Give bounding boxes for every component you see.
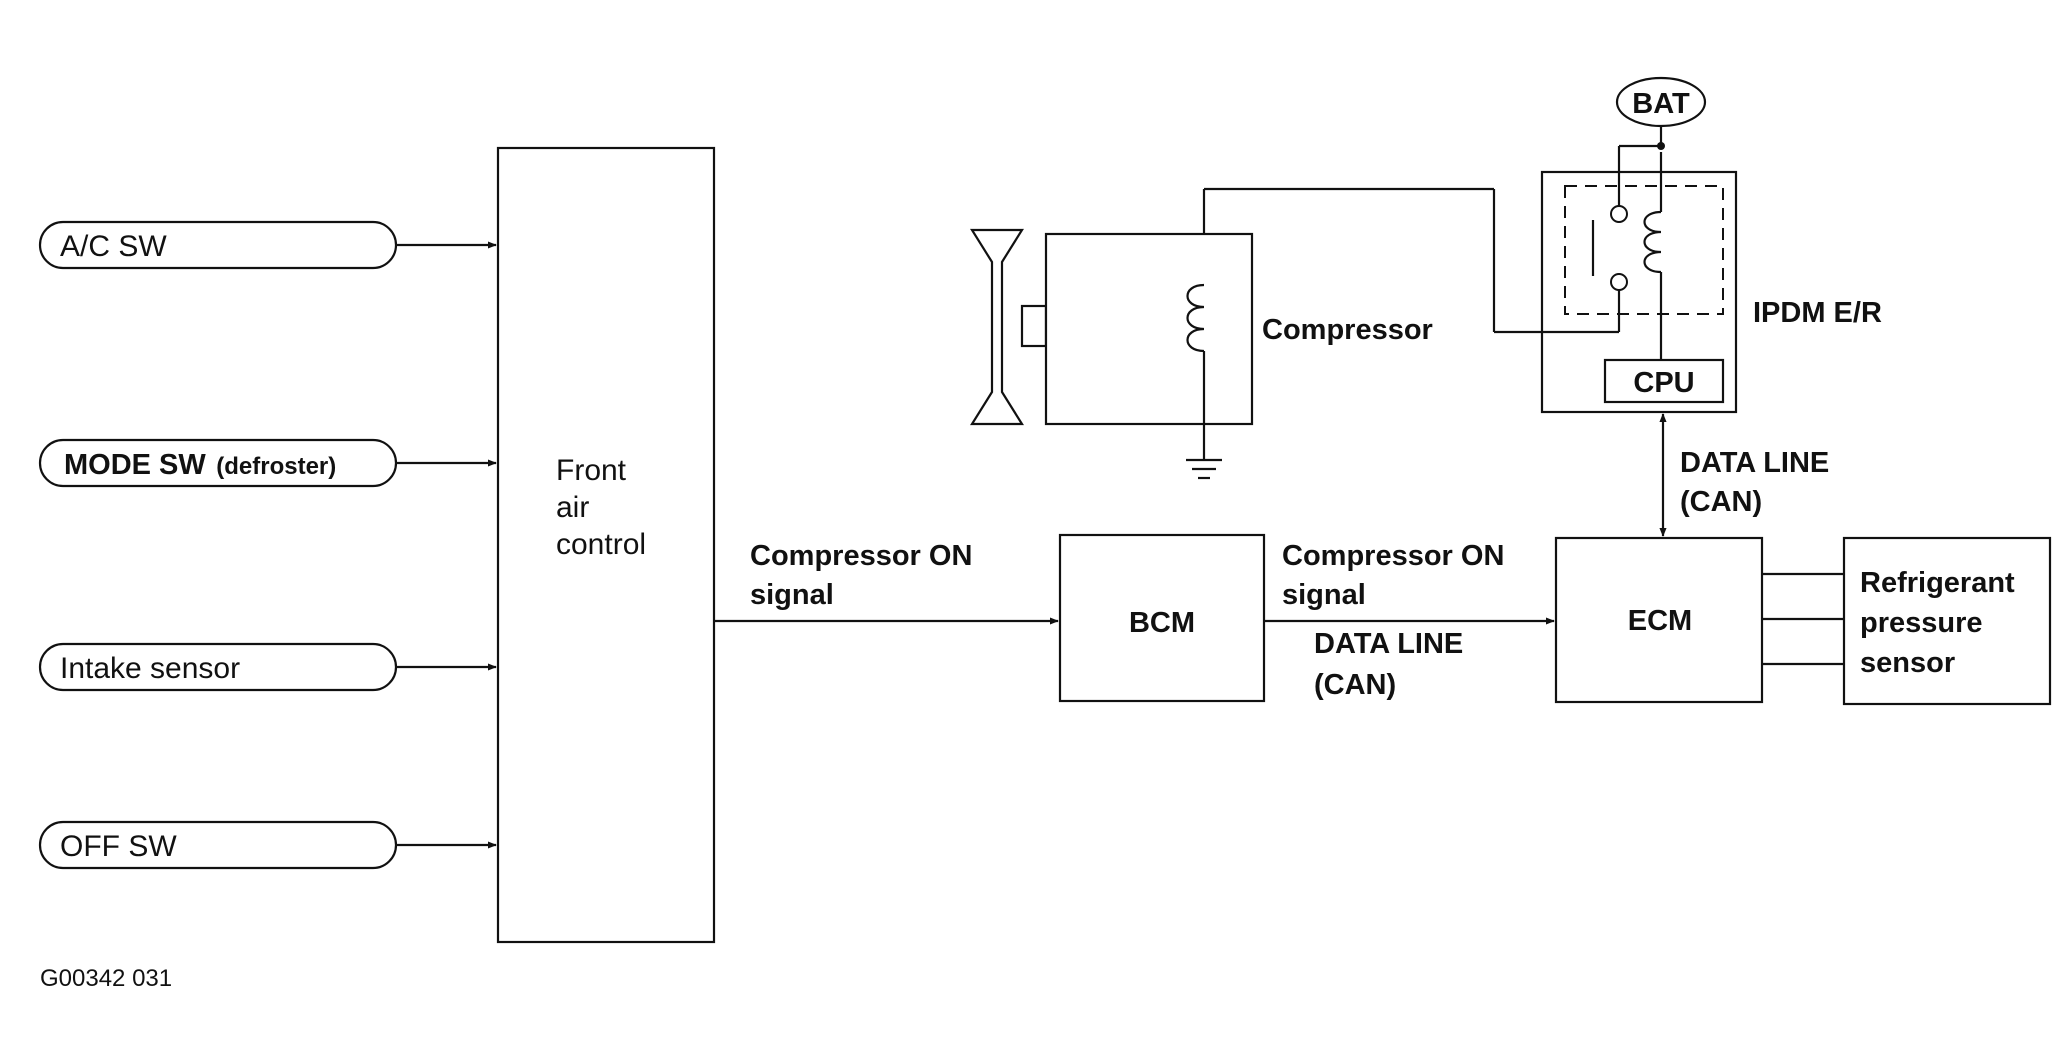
battery-terminal: BAT [1615, 76, 1707, 146]
front-air-control-line1: Front [556, 454, 627, 487]
data-line-ecm-ipdm: DATA LINE (CAN) [1659, 413, 1829, 537]
ground-icon [1186, 458, 1222, 480]
ac-sw-label: A/C SW [60, 230, 167, 263]
cpu-label: CPU [1633, 367, 1694, 399]
ipdm-label: IPDM E/R [1753, 297, 1882, 329]
front-air-control-block: Front air control [496, 146, 716, 944]
mode-sw-label: MODE SW [64, 449, 206, 481]
figure-id: G00342 031 [40, 965, 172, 992]
relay-contact-top [1610, 205, 1628, 223]
relay-coil [1643, 210, 1662, 274]
relay-dashed-outline [1564, 185, 1724, 315]
front-air-control-line3: control [556, 528, 646, 561]
front-air-control-line2: air [556, 491, 589, 524]
ecm-label: ECM [1628, 605, 1692, 637]
bcm-block: BCM [1058, 533, 1266, 703]
ecm-block: ECM [1554, 536, 1764, 704]
intake-sensor-label: Intake sensor [60, 652, 240, 685]
data-line-vertical-line2: (CAN) [1680, 486, 1762, 518]
input-ac-sw: A/C SW [38, 220, 497, 270]
signal-fac-bcm-line2: signal [750, 579, 834, 611]
compressor-label: Compressor [1262, 314, 1433, 346]
compressor-on-signal-to-bcm: Compressor ON signal [714, 540, 1059, 625]
compressor-clutch-coil [1186, 283, 1205, 353]
refrigerant-sensor-line3: sensor [1860, 647, 1955, 679]
svg-text:MODE SW (defroster): MODE SW (defroster) [64, 449, 336, 481]
bcm-label: BCM [1129, 607, 1195, 639]
refrigerant-sensor-line2: pressure [1860, 607, 1983, 639]
signal-bcm-ecm-line4: (CAN) [1314, 669, 1396, 701]
refrigerant-sensor-line1: Refrigerant [1860, 567, 2015, 599]
cpu-block [1603, 358, 1725, 404]
relay-contact-bottom [1610, 273, 1628, 291]
compressor-shaft [1020, 304, 1048, 348]
data-line-vertical-line1: DATA LINE [1680, 447, 1829, 479]
signal-bcm-ecm-line3: DATA LINE [1314, 628, 1463, 660]
refrigerant-pressure-sensor-block: Refrigerant pressure sensor [1842, 536, 2052, 706]
sensor-wires [1762, 572, 1844, 666]
ipdm-er-block: IPDM E/R CPU [1540, 142, 1882, 414]
compressor-on-signal-to-ecm: Compressor ON signal DATA LINE (CAN) [1264, 540, 1555, 701]
signal-fac-bcm-line1: Compressor ON [750, 540, 972, 572]
bat-label: BAT [1632, 88, 1690, 120]
mode-sw-suffix: (defroster) [216, 453, 336, 480]
compressor-pulley [970, 228, 1024, 426]
signal-bcm-ecm-line1: Compressor ON [1282, 540, 1504, 572]
compressor-body [1044, 232, 1254, 426]
off-sw-label: OFF SW [60, 830, 177, 863]
signal-bcm-ecm-line2: signal [1282, 579, 1366, 611]
compressor-assembly: Compressor [970, 228, 1433, 480]
input-intake-sensor: Intake sensor [38, 642, 497, 692]
input-mode-sw: MODE SW (defroster) [38, 438, 497, 488]
input-off-sw: OFF SW [38, 820, 497, 870]
